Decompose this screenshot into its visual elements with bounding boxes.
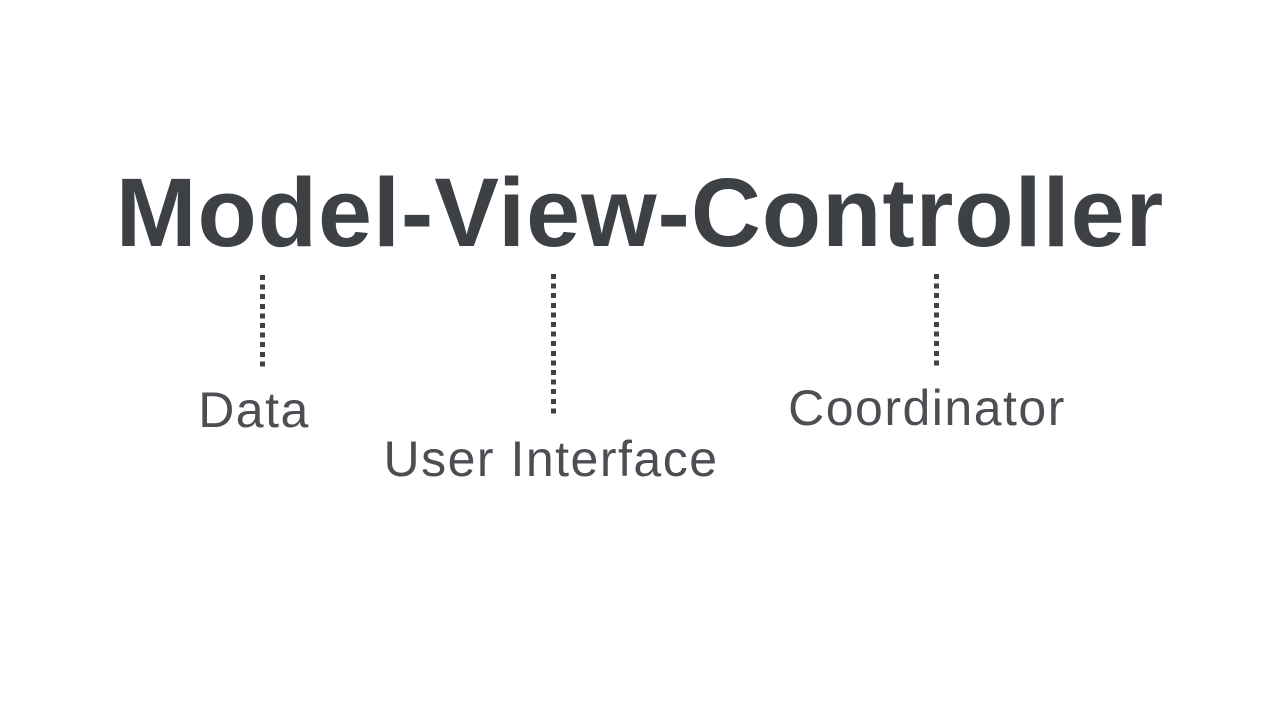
model-annotation-label: Data bbox=[198, 382, 310, 438]
model-connector-dotted-line bbox=[260, 275, 265, 370]
view-connector-dotted-line bbox=[551, 274, 556, 418]
slide-title: Model-View-Controller bbox=[115, 158, 1165, 267]
view-annotation-label: User Interface bbox=[383, 431, 719, 487]
controller-connector-dotted-line bbox=[934, 274, 939, 369]
controller-annotation-label: Coordinator bbox=[788, 380, 1066, 436]
